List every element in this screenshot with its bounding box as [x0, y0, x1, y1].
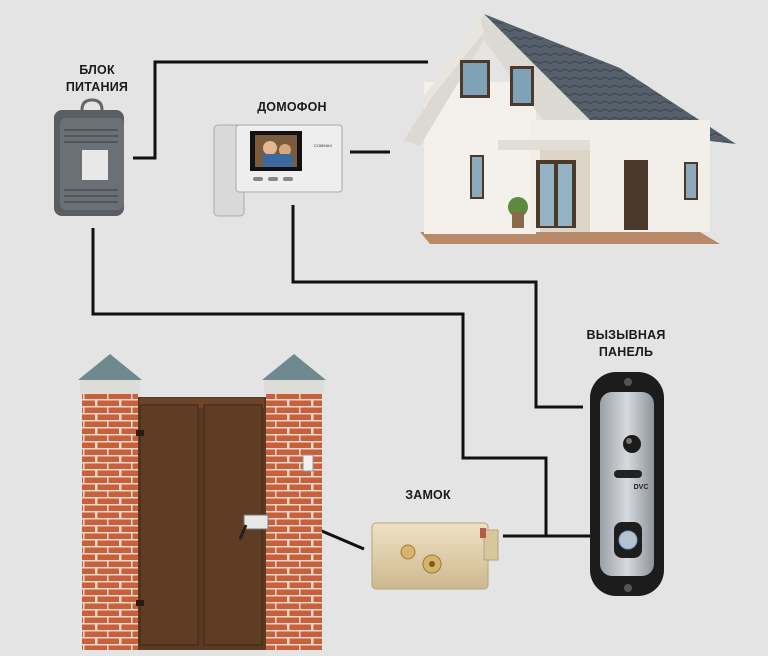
call-panel-label: ВЫЗЫВНАЯ ПАНЕЛЬ [566, 327, 686, 361]
power-supply-label: БЛОК ПИТАНИЯ [42, 62, 152, 96]
electric-lock-icon [371, 522, 499, 590]
intercom-monitor-label: ДОМОФОН [257, 100, 327, 114]
call-panel-icon [590, 372, 664, 596]
call-panel-label-line1: ВЫЗЫВНАЯ [586, 328, 666, 342]
monitor-brand: COMMAX [314, 143, 332, 148]
house-icon [404, 14, 736, 244]
call-panel-brand: DVC [633, 484, 649, 491]
call-panel-label-line2: ПАНЕЛЬ [598, 345, 654, 359]
lock-label: ЗАМОК [405, 488, 451, 502]
intercom-monitor-icon [213, 124, 343, 217]
power-supply-label-line1: БЛОК [79, 63, 115, 77]
power-supply-icon [54, 98, 124, 216]
wire-psu-to-house [133, 60, 428, 160]
power-supply-label-line2: ПИТАНИЯ [65, 80, 129, 94]
gate-icon [78, 354, 326, 650]
wire-monitor-to-panel [291, 205, 583, 409]
